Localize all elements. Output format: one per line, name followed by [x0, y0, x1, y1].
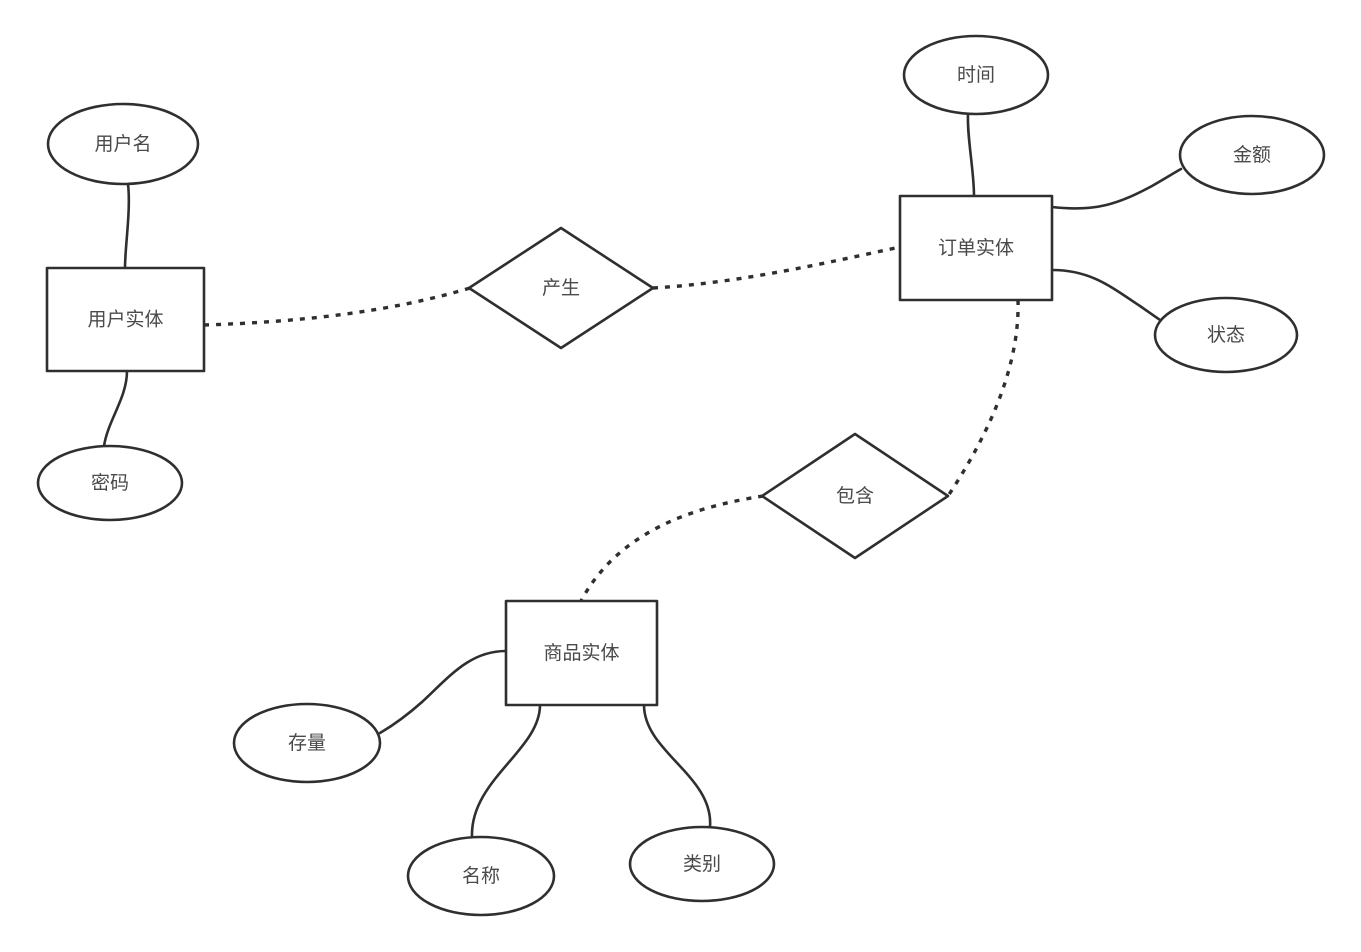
attribute-status[interactable]: 状态 [1153, 296, 1299, 374]
attribute-ellipse[interactable] [46, 102, 200, 186]
relationship-diamond[interactable] [467, 226, 655, 350]
attribute-ellipse[interactable] [628, 825, 776, 903]
attribute-stock[interactable]: 存量 [232, 702, 382, 784]
relationship-connector [946, 299, 1020, 497]
attribute-category[interactable]: 类别 [628, 825, 776, 903]
relationship-connector [579, 494, 764, 602]
attribute-connector [642, 703, 712, 829]
entity-product[interactable]: 商品实体 [504, 599, 659, 707]
attribute-ellipse[interactable] [232, 702, 382, 784]
relationship-connector [203, 286, 471, 327]
entity-box[interactable] [504, 599, 659, 707]
attribute-connector [378, 649, 508, 735]
attribute-ellipse[interactable] [1153, 296, 1299, 374]
attribute-ellipse[interactable] [1178, 114, 1326, 196]
relationship-connector [652, 245, 901, 290]
edges-layer [102, 112, 1183, 839]
attribute-name[interactable]: 名称 [406, 835, 556, 917]
attribute-username[interactable]: 用户名 [46, 102, 200, 186]
attribute-connector [102, 369, 129, 448]
attribute-connector [966, 112, 976, 198]
attribute-password[interactable]: 密码 [36, 444, 184, 522]
attribute-ellipse[interactable] [406, 835, 556, 917]
attribute-connector [470, 703, 542, 839]
relationship-diamond[interactable] [760, 432, 950, 560]
attribute-time[interactable]: 时间 [902, 34, 1050, 116]
relationship-produce[interactable]: 产生 [467, 226, 655, 350]
entity-order[interactable]: 订单实体 [898, 194, 1054, 302]
attribute-ellipse[interactable] [902, 34, 1050, 116]
entity-box[interactable] [45, 266, 206, 373]
attribute-amount[interactable]: 金额 [1178, 114, 1326, 196]
attribute-connector [123, 182, 131, 270]
attribute-ellipse[interactable] [36, 444, 184, 522]
entity-user[interactable]: 用户实体 [45, 266, 206, 373]
attribute-connector [1050, 167, 1183, 210]
relationship-contain[interactable]: 包含 [760, 432, 950, 560]
entity-box[interactable] [898, 194, 1054, 302]
attribute-connector [1050, 268, 1165, 324]
